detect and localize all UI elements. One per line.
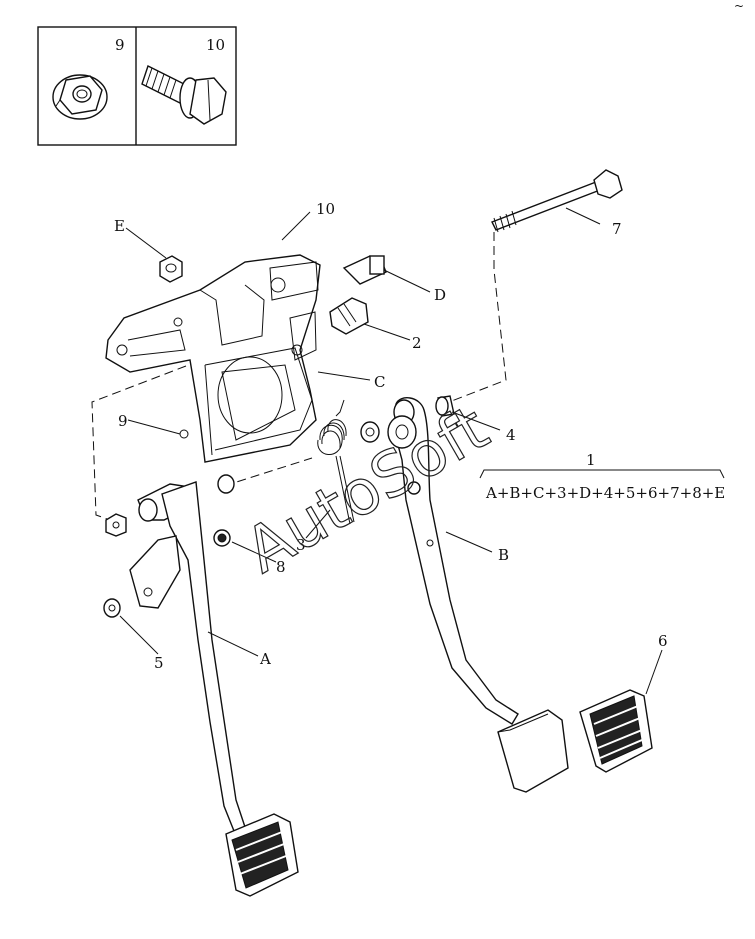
callout-6: 6: [658, 632, 668, 650]
fastener-inset-box: 9 10: [37, 26, 237, 146]
callout-7: 7: [612, 220, 622, 238]
callout-a: A: [259, 650, 271, 668]
inset-label-9: 9: [115, 36, 125, 54]
switch-2-icon: [329, 297, 369, 335]
bush-4-left-icon: [360, 421, 380, 443]
return-spring-3-icon: [317, 399, 355, 525]
leader-lines: [119, 207, 663, 695]
flange-bolt-icon: [141, 65, 227, 125]
flange-nut-icon: [52, 74, 108, 120]
corner-mark: ~: [734, 0, 744, 13]
switch-d-icon: [342, 255, 387, 285]
callout-3: 3: [296, 536, 306, 554]
callout-1: 1: [586, 451, 596, 469]
callout-8: 8: [276, 558, 286, 576]
assembly-line-pin: [443, 232, 507, 405]
inset-label-10: 10: [206, 36, 225, 54]
clip-8-icon: [213, 529, 231, 547]
nut-left-icon: [105, 513, 127, 537]
assembly-line-left: [91, 365, 187, 521]
bush-4-right-icon: [435, 395, 455, 417]
callout-10: 10: [316, 200, 335, 218]
group-brace: [479, 469, 725, 479]
callout-b: B: [498, 546, 509, 564]
pedal-bracket: [105, 254, 321, 463]
pivot-pin-7-icon: [491, 169, 623, 233]
pedal-pad-6-icon: [579, 689, 653, 773]
nut-e-icon: [159, 255, 183, 283]
callout-5: 5: [154, 654, 164, 672]
clip-9-icon: [179, 429, 189, 439]
callout-2: 2: [412, 334, 422, 352]
callout-4: 4: [506, 426, 516, 444]
callout-9: 9: [118, 412, 128, 430]
bush-5-icon: [103, 598, 121, 618]
brake-pedal-a: [129, 474, 299, 897]
callout-c: C: [374, 373, 385, 391]
callout-formula: A+B+C+3+D+4+5+6+7+8+E: [485, 484, 725, 502]
callout-d: D: [434, 286, 446, 304]
assembly-line-bush: [223, 457, 313, 487]
clutch-pedal-b: [387, 397, 569, 793]
callout-e: E: [114, 217, 125, 235]
